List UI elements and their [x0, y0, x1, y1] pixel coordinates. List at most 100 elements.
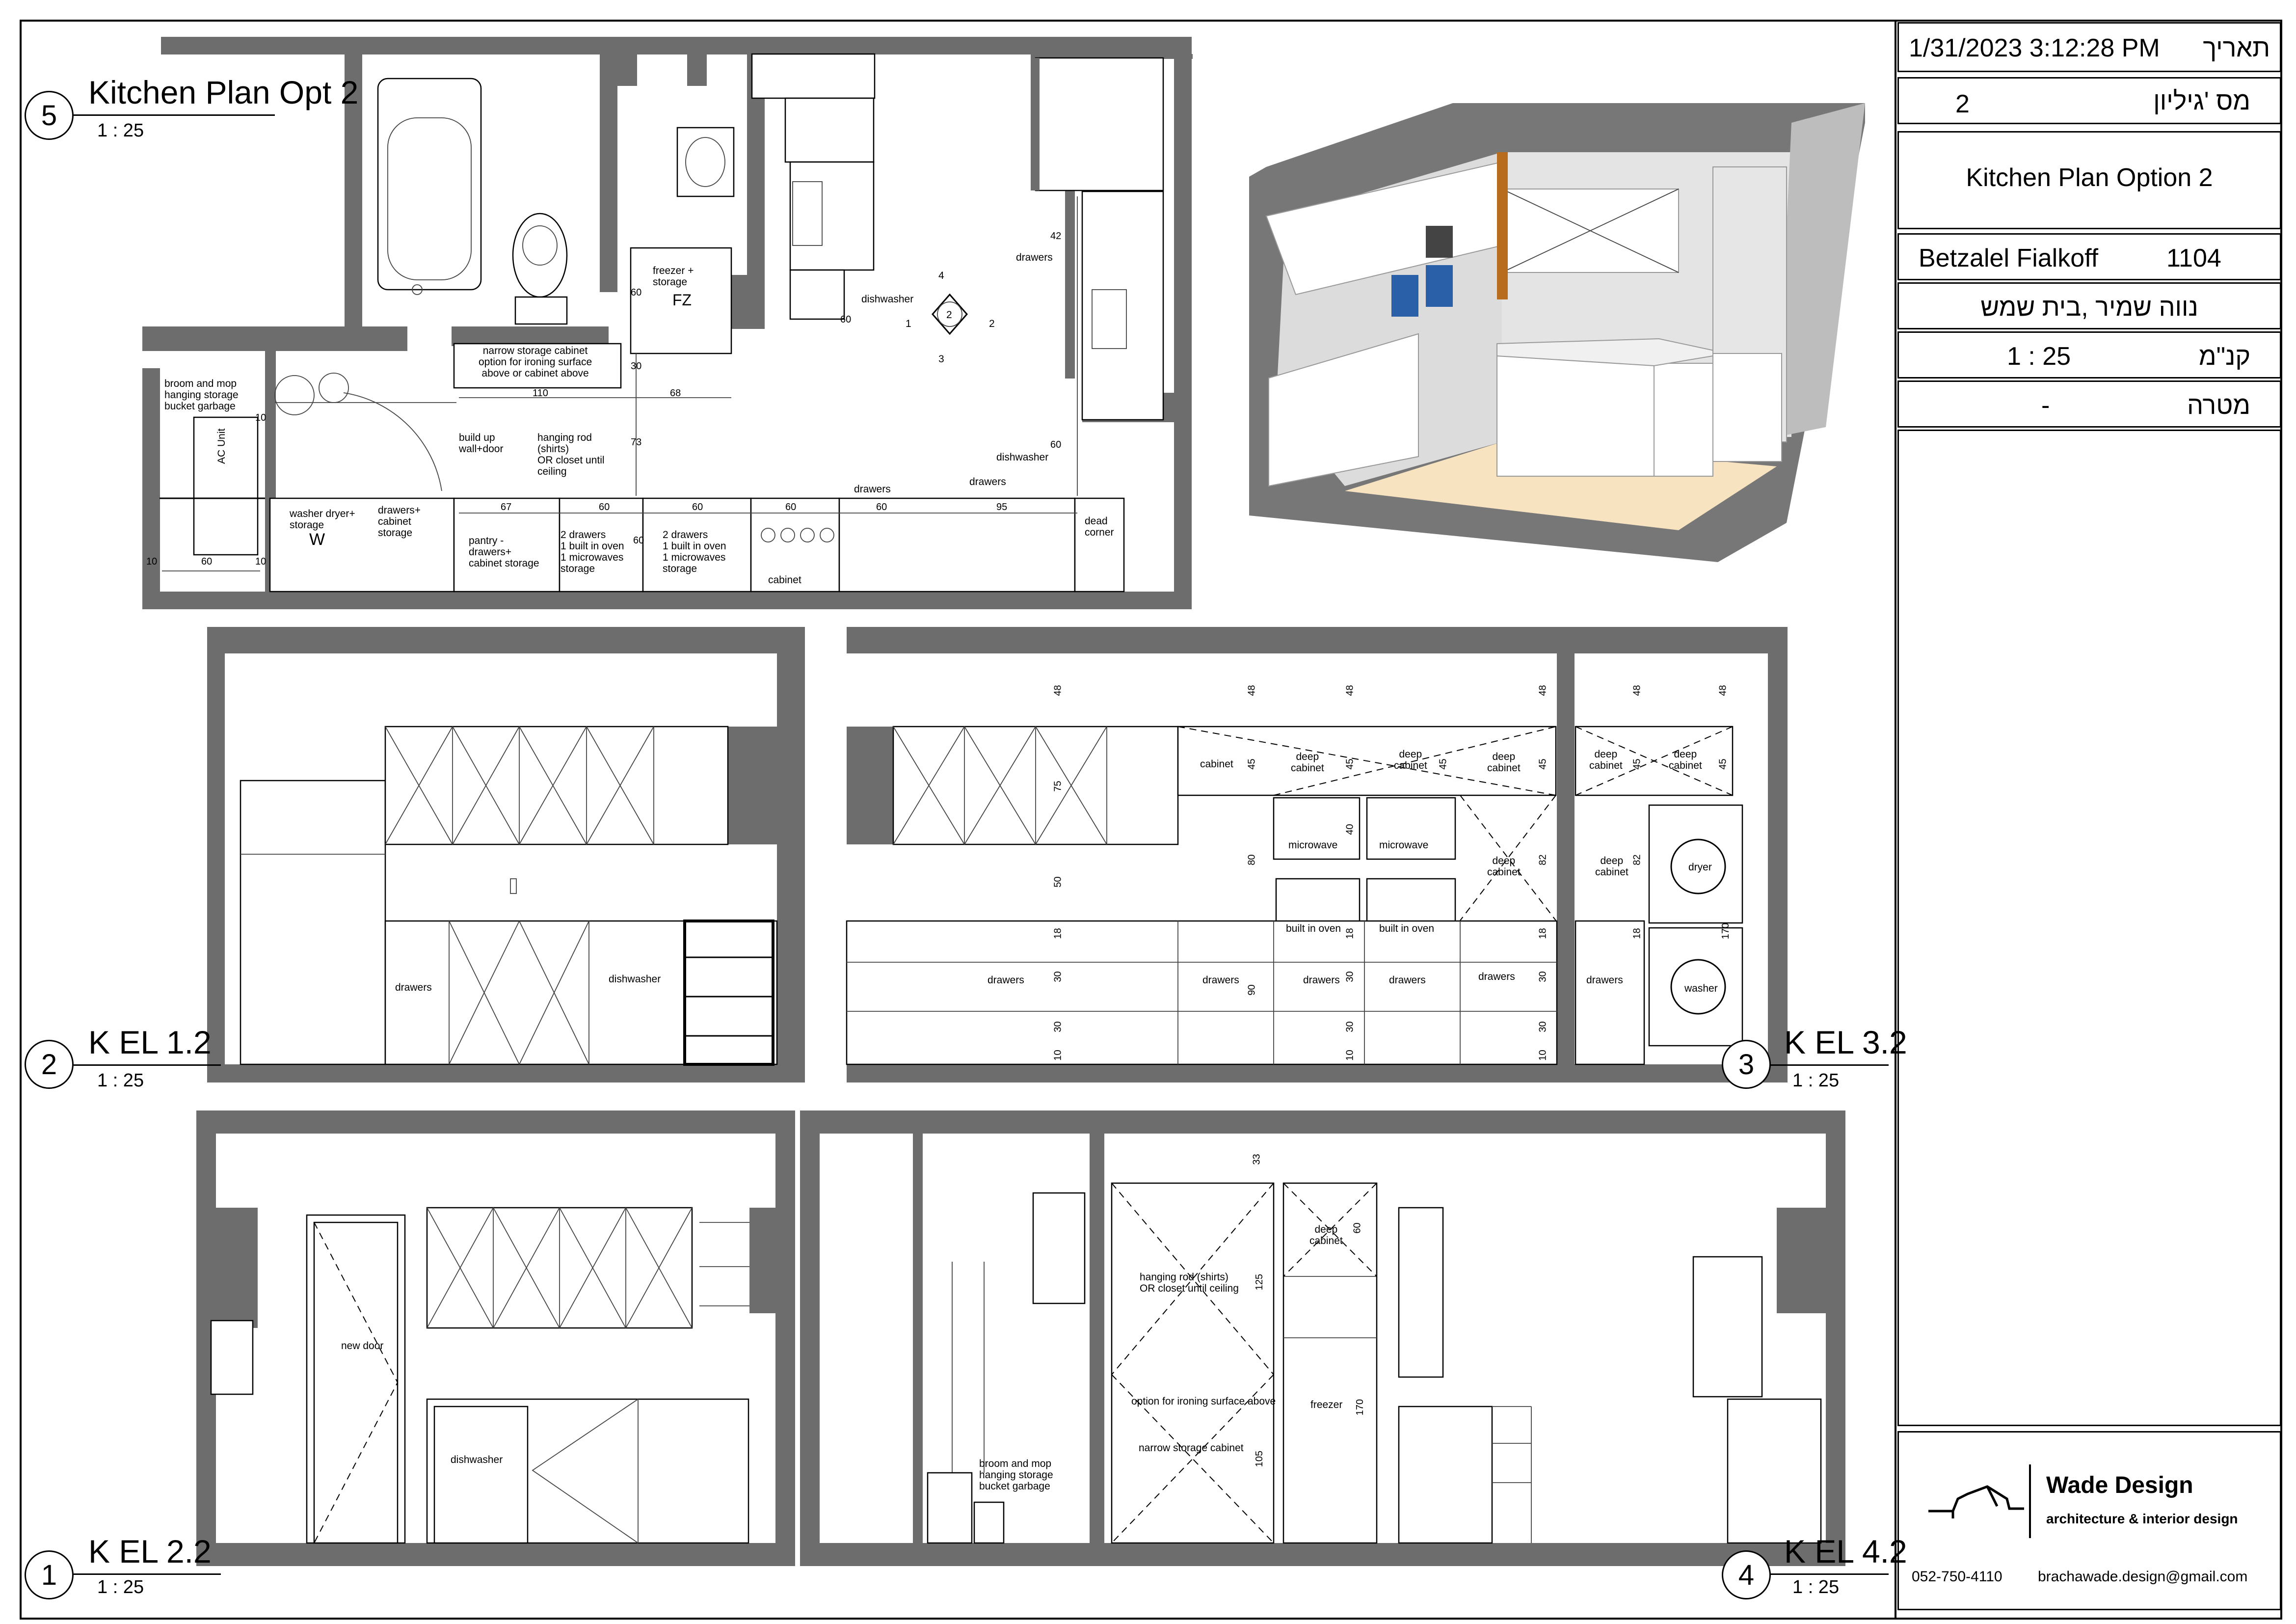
kel32-microwave2: microwave: [1379, 839, 1429, 851]
kel32-dim-90: 90: [1246, 984, 1257, 996]
view-number-plan: 5: [25, 91, 74, 140]
kel22-new-door-label: new door: [341, 1340, 384, 1352]
kel32-dim-82a: 82: [1537, 854, 1548, 866]
plan-dim-10b: 10: [255, 556, 267, 567]
kel32-deep5: deep cabinet: [1669, 749, 1702, 771]
kel22-view: [196, 1110, 795, 1566]
plan-dim-68: 68: [670, 388, 681, 399]
kel32-dim-48d: 48: [1537, 685, 1548, 696]
plan-drawers-r3-label: drawers: [854, 484, 891, 495]
kel42-dim-170: 170: [1355, 1399, 1366, 1416]
kel32-dim-48b: 48: [1246, 685, 1257, 696]
tb-sheet-title: Kitchen Plan Option 2: [1966, 163, 2213, 192]
kel32-dim-30e: 30: [1344, 1021, 1356, 1032]
kel42-deep-label: deep cabinet: [1309, 1224, 1343, 1246]
tb-client-number: 1104: [2166, 244, 2221, 272]
kel32-deep7: deep cabinet: [1595, 855, 1629, 878]
tb-notes-cell: [1897, 430, 2281, 1426]
tb-sheet-no-label: מס 'גיליון: [2153, 87, 2250, 115]
kel32-dim-45a: 45: [1246, 758, 1257, 770]
view-title-plan: Kitchen Plan Opt 2: [88, 74, 359, 110]
plan-ref-center: 2: [946, 309, 952, 321]
plan-dim-60d: 60: [599, 502, 610, 513]
plan-dim-42: 42: [1050, 231, 1062, 242]
kel32-dim-30a: 30: [1052, 971, 1064, 982]
plan-dim-60i: 60: [840, 314, 852, 325]
kel32-drawers4: drawers: [1389, 974, 1426, 986]
plan-w-label: W: [309, 530, 325, 549]
tb-address-cell: נווה שמיר ,בית שמש: [1897, 282, 2281, 329]
phone: 052-750-4110: [1912, 1569, 2002, 1585]
3d-view: [1249, 103, 1865, 562]
tb-purpose-label: מטרה: [2187, 391, 2250, 420]
plan-ac-label: AC Unit: [216, 428, 227, 464]
plan-dead-corner-label: dead corner: [1085, 515, 1114, 538]
view-number-kel42: 4: [1722, 1550, 1771, 1599]
kel42-dim-125: 125: [1254, 1273, 1265, 1291]
kel22-dishwasher-label: dishwasher: [451, 1454, 503, 1465]
kel32-drawers6: drawers: [1586, 974, 1623, 986]
kel42-hanging-rod-label: hanging rod (shirts) OR closet until cei…: [1140, 1272, 1239, 1294]
tb-date-label: תאריך: [2203, 34, 2270, 62]
tb-purpose-cell: - מטרה: [1897, 380, 2281, 428]
plan-view: [142, 37, 1193, 609]
kel42-ironing-label: option for ironing surface above: [1131, 1396, 1276, 1407]
plan-dim-60a: 60: [201, 556, 213, 567]
plan-dim-60j: 60: [633, 535, 644, 546]
plan-dim-60f: 60: [785, 502, 797, 513]
wade-logo-icon: [1928, 1485, 2024, 1518]
kel32-dim-45c: 45: [1438, 758, 1449, 770]
company-name: Wade Design: [2046, 1472, 2193, 1498]
kel32-dim-10b: 10: [1344, 1050, 1356, 1061]
plan-dim-60c: 60: [631, 287, 642, 298]
view-number-kel12: 2: [25, 1040, 74, 1089]
kel32-dim-45e: 45: [1631, 758, 1643, 770]
sheet-border: [20, 20, 2282, 1620]
kel32-dim-45f: 45: [1717, 758, 1729, 770]
plan-build-up-label: build up wall+door: [459, 432, 504, 455]
tb-purpose-value: -: [2041, 391, 2050, 420]
plan-dim-67: 67: [501, 502, 512, 513]
kel32-view: [846, 627, 1788, 1083]
kel42-dim-105: 105: [1254, 1450, 1265, 1467]
kel12-dishwasher-label: dishwasher: [609, 974, 661, 985]
tb-scale-cell: 1 : 25 קנ"מ: [1897, 331, 2281, 379]
plan-dim-73: 73: [631, 437, 642, 448]
kel32-dim-10c: 10: [1537, 1050, 1548, 1061]
plan-dim-60g: 60: [876, 502, 887, 513]
plan-drawers-top-label: drawers: [1016, 252, 1053, 263]
kel42-dim-33: 33: [1251, 1154, 1262, 1165]
kel32-drawers3: drawers: [1303, 974, 1340, 986]
plan-dim-95: 95: [996, 502, 1008, 513]
kel32-microwave1: microwave: [1288, 839, 1338, 851]
kel42-narrow-label: narrow storage cabinet: [1139, 1442, 1244, 1454]
kel32-washer: washer: [1684, 983, 1718, 994]
plan-two-drawers-b-label: 2 drawers 1 built in oven 1 microwaves s…: [663, 529, 726, 574]
kel32-dim-170: 170: [1720, 922, 1732, 940]
kel32-dim-45d: 45: [1537, 758, 1548, 770]
plan-ref-4: 4: [938, 270, 944, 281]
plan-hanging-rod-label: hanging rod (shirts) OR closet until cei…: [537, 432, 605, 477]
view-number-kel32: 3: [1722, 1040, 1771, 1089]
kel32-dim-50: 50: [1052, 876, 1064, 888]
kel32-dim-30c: 30: [1537, 971, 1548, 982]
kel32-drawers5: drawers: [1478, 971, 1515, 982]
tb-date-value: 1/31/2023 3:12:28 PM: [1909, 34, 2160, 62]
tb-address: נווה שמיר ,בית שמש: [1980, 293, 2198, 322]
kel32-dim-18c: 18: [1537, 928, 1548, 939]
email: brachawade.design@gmail.com: [2038, 1569, 2248, 1585]
kel32-drawers2: drawers: [1202, 974, 1239, 986]
kel12-drawers-label: drawers: [395, 982, 432, 993]
kel32-dim-30d: 30: [1052, 1021, 1064, 1032]
kel32-dim-80: 80: [1246, 854, 1257, 866]
view-number-kel22: 1: [25, 1550, 74, 1599]
view-scale-kel12: 1 : 25: [97, 1070, 144, 1091]
kel42-view: [800, 1110, 1845, 1566]
plan-drawers-r2-label: drawers: [969, 476, 1006, 487]
plan-cabinet-label: cabinet: [768, 574, 801, 586]
plan-dishwasher-right-label: dishwasher: [996, 452, 1049, 463]
view-title-kel22: K EL 2.2: [88, 1533, 212, 1570]
plan-ref-2: 2: [989, 318, 995, 329]
